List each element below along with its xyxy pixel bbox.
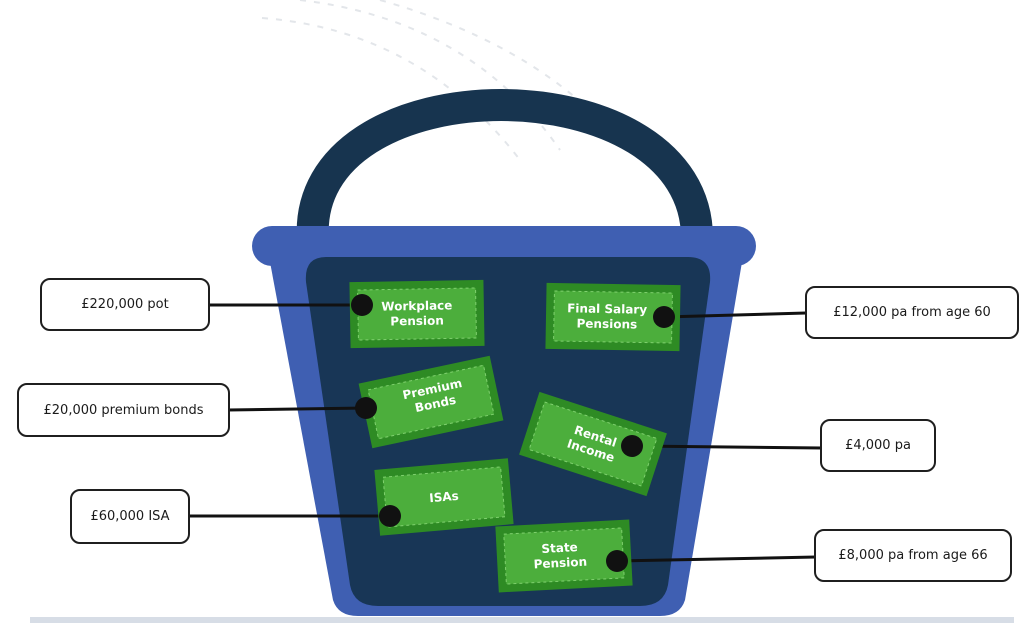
banknote-premium-bonds <box>358 355 504 449</box>
connector-dots <box>351 294 675 572</box>
connector-line <box>616 555 817 563</box>
connector-dot <box>355 397 377 419</box>
connector-dot <box>379 505 401 527</box>
connector-line <box>631 444 823 450</box>
bucket-rim <box>252 226 756 266</box>
note-text: State Pension <box>533 540 588 572</box>
callout-isas: £60,000 ISA <box>70 489 190 544</box>
note-text: Premium Bonds <box>401 376 464 416</box>
note-label-state-pension: State Pension <box>509 528 611 583</box>
banknote-state-pension <box>495 519 633 593</box>
connector-dot <box>653 306 675 328</box>
note-label-workplace-pension: Workplace Pension <box>367 288 468 340</box>
decorative-arcs <box>261 0 601 161</box>
connector-dot <box>606 550 628 572</box>
banknote-final-salary-pensions <box>545 282 681 352</box>
banknote-rental-income <box>519 391 667 497</box>
banknote-workplace-pension <box>349 279 485 349</box>
note-text: Workplace Pension <box>381 298 453 329</box>
note-text: Rental Income <box>565 422 619 465</box>
bucket-handle <box>296 89 714 242</box>
connector-dot <box>351 294 373 316</box>
connector-dot <box>621 435 643 457</box>
connectors <box>188 303 823 563</box>
callout-rental-income: £4,000 pa <box>820 419 936 472</box>
callout-premium-bonds: £20,000 premium bonds <box>17 383 230 437</box>
banknote-isas <box>374 458 514 536</box>
callout-final-salary-pensions: £12,000 pa from age 60 <box>805 286 1019 339</box>
ground-line <box>30 617 1014 623</box>
connector-line <box>663 311 807 319</box>
note-text: ISAs <box>428 488 460 505</box>
connector-line <box>227 406 367 412</box>
note-label-isas: ISAs <box>392 468 496 527</box>
note-label-final-salary-pensions: Final Salary Pensions <box>557 291 658 343</box>
callout-workplace-pension: £220,000 pot <box>40 278 210 331</box>
callout-state-pension: £8,000 pa from age 66 <box>814 529 1012 582</box>
note-text: Final Salary Pensions <box>567 301 648 332</box>
